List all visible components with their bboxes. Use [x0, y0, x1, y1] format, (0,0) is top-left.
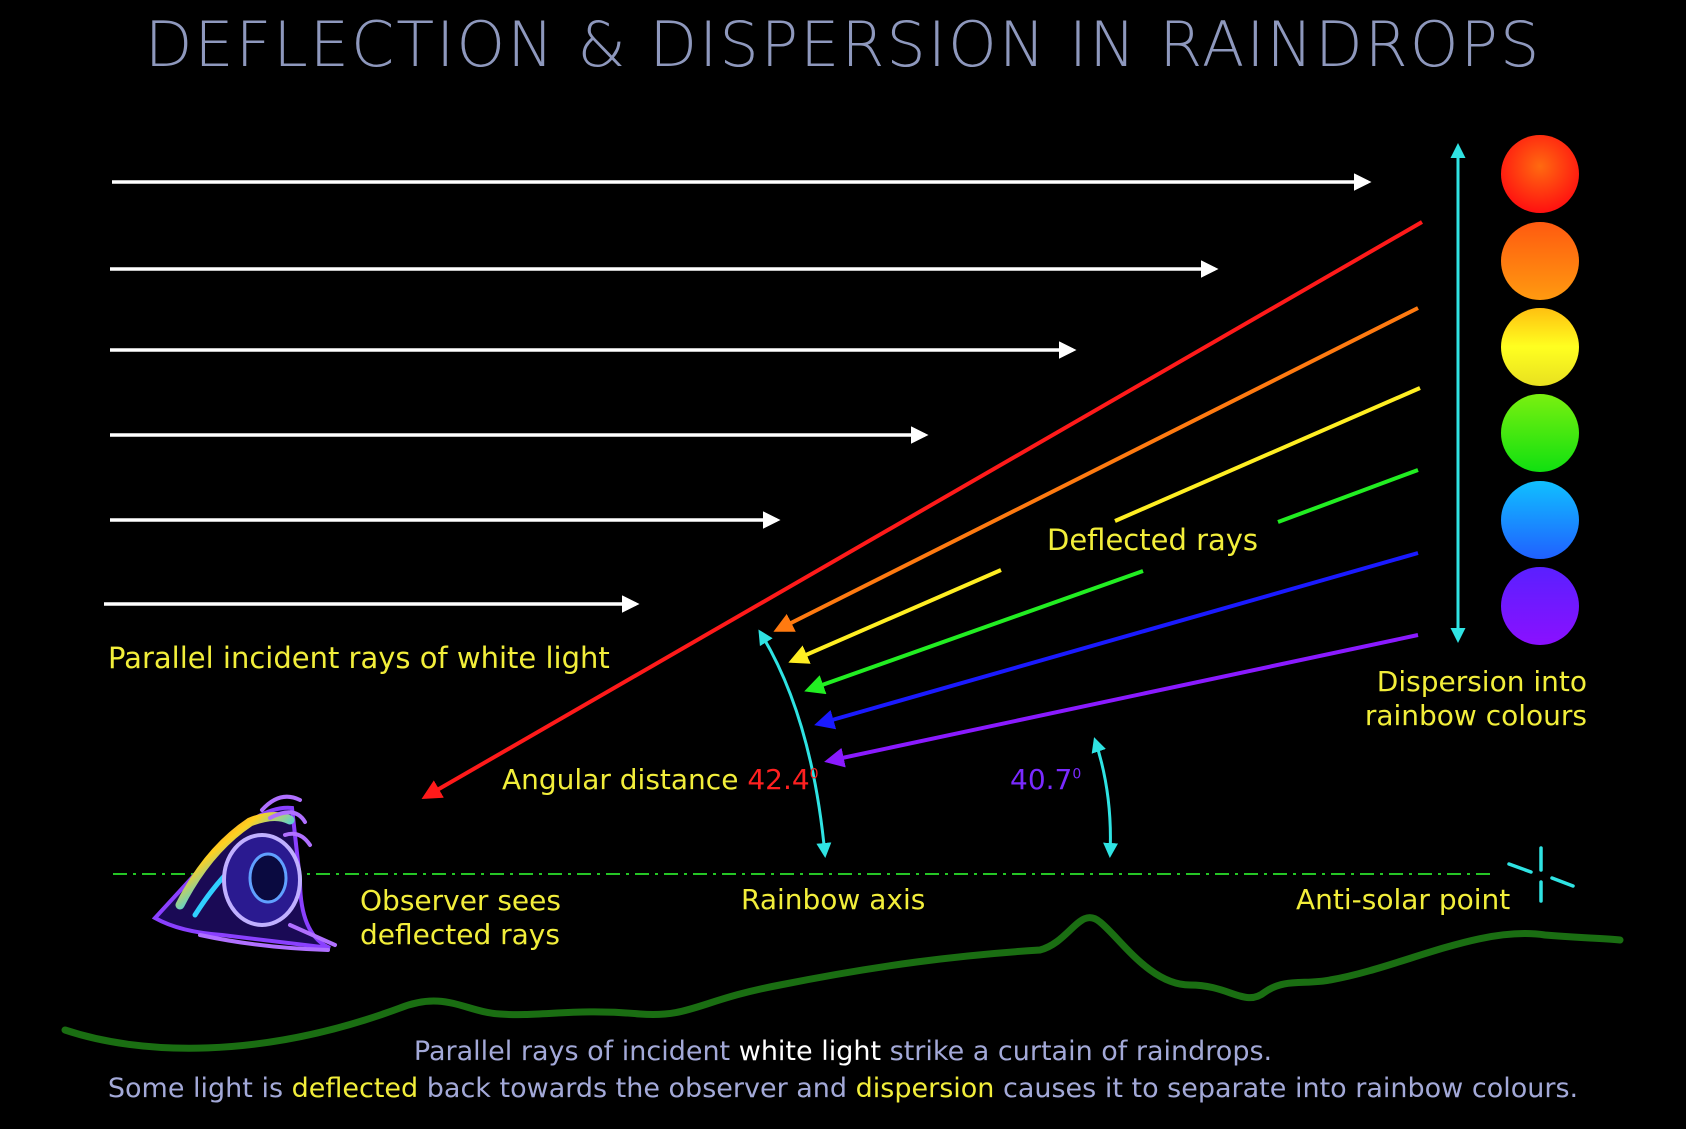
angle-arc-red: [758, 629, 832, 858]
angular-distance-label: Angular distance 42.40: [502, 763, 819, 797]
incident-rays: [104, 173, 1372, 613]
observer-label: Observer sees deflected rays: [360, 884, 561, 951]
deflected-ray-red: [421, 220, 1423, 799]
caption-text: strike a curtain of raindrops.: [881, 1036, 1273, 1067]
incident-rays-label: Parallel incident rays of white light: [108, 641, 610, 675]
swatch-red: [1501, 135, 1579, 213]
diagram-title: DEFLECTION & DISPERSION IN RAINDROPS: [144, 8, 1542, 81]
angle-violet-label: 40.70: [1010, 763, 1081, 797]
swatch-blue: [1501, 481, 1579, 559]
angle-red-value: 42.4: [747, 763, 810, 796]
deflected-rays-label: Deflected rays: [1047, 523, 1259, 557]
swatch-violet: [1501, 567, 1579, 645]
deflected-ray-green: [1277, 468, 1419, 524]
degree-mark: 0: [809, 766, 819, 783]
caption-text: Parallel rays of incident: [413, 1036, 739, 1067]
caption-highlight-dispersion: dispersion: [855, 1073, 995, 1104]
eye-icon: [151, 794, 337, 952]
caption-highlight-white: white light: [738, 1036, 882, 1067]
deflected-rays: [421, 220, 1423, 799]
degree-mark: 0: [1072, 766, 1082, 783]
observer-label-line1: Observer sees: [360, 884, 561, 917]
deflected-ray-violet: [824, 633, 1419, 768]
crosshair-icon: [1507, 846, 1575, 903]
dispersion-label-line1: Dispersion into: [1376, 665, 1587, 698]
caption-text: Some light is: [107, 1073, 292, 1104]
caption-text: causes it to separate into rainbow colou…: [994, 1073, 1579, 1104]
rainbow-axis-label: Rainbow axis: [741, 883, 926, 916]
rainbow-swatches: [1501, 135, 1579, 645]
swatch-green: [1501, 394, 1579, 472]
swatch-orange: [1501, 222, 1579, 300]
deflected-ray-green: [804, 569, 1144, 695]
ground-line: [61, 914, 1624, 1052]
deflected-ray-orange: [773, 306, 1419, 632]
deflected-ray-yellow: [788, 568, 1002, 664]
deflected-ray-yellow: [1114, 386, 1421, 523]
caption-text: back towards the observer and: [418, 1073, 856, 1104]
caption-line-1: Parallel rays of incident white light st…: [0, 1036, 1686, 1067]
caption-highlight-deflected: deflected: [291, 1073, 419, 1104]
deflected-ray-blue: [814, 551, 1419, 730]
anti-solar-label: Anti-solar point: [1296, 883, 1511, 916]
angle-violet-value: 40.7: [1010, 763, 1073, 796]
swatch-yellow: [1501, 308, 1579, 386]
angular-distance-text: Angular distance: [502, 763, 748, 796]
observer-label-line2: deflected rays: [360, 917, 560, 951]
angle-arc-violet: [1091, 737, 1119, 858]
dispersion-label: Dispersion into rainbow colours: [1365, 665, 1587, 732]
dispersion-label-line2: rainbow colours: [1364, 698, 1587, 732]
caption-line-2: Some light is deflected back towards the…: [0, 1073, 1686, 1104]
